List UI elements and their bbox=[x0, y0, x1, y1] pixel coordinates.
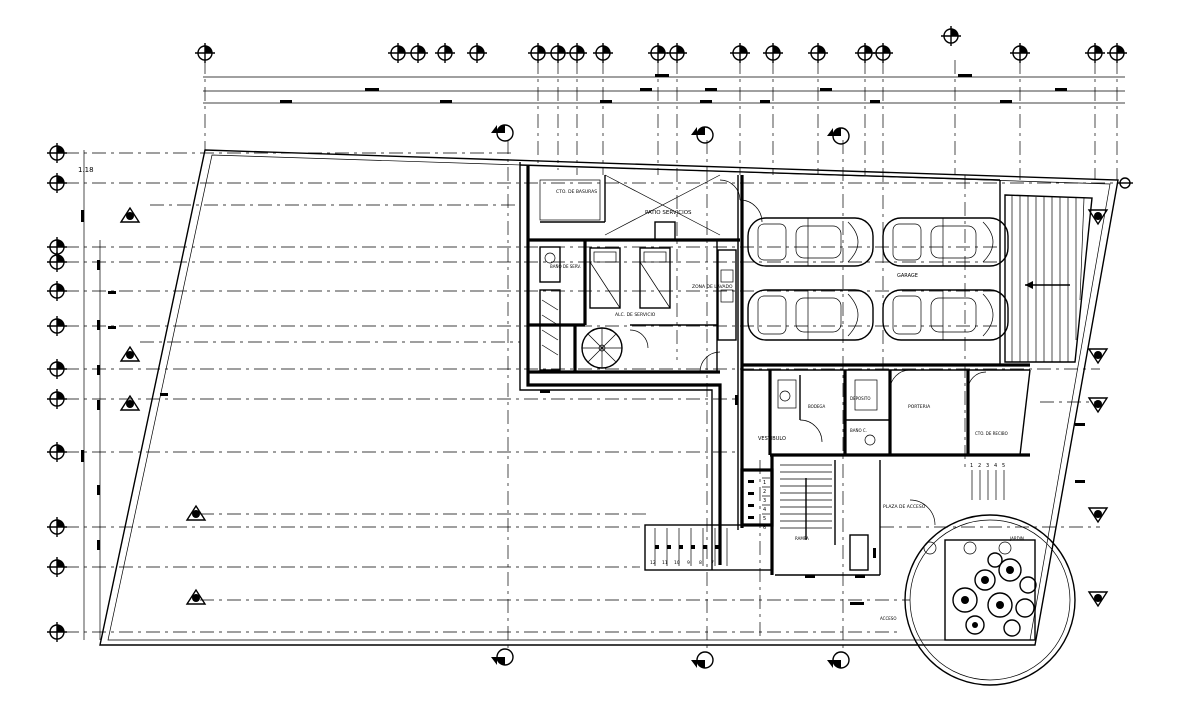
room-labels: CTO. DE BASURAS PATIO SERVICIOS BAÑO DE … bbox=[550, 189, 1024, 621]
label-vestibulo: VESTIBULO bbox=[758, 436, 786, 442]
vehicle-ramp bbox=[1004, 194, 1093, 363]
door-swings bbox=[629, 179, 987, 526]
label-deposito: DEPOSITO bbox=[850, 396, 870, 401]
ramp-step-7: 7 bbox=[711, 560, 714, 566]
stairs: 1 2 3 4 5 6 12 11 10 9 8 7 bbox=[581, 327, 832, 566]
ramp-step-8: 8 bbox=[699, 560, 702, 566]
parked-cars bbox=[747, 217, 1009, 341]
label-porteria: PORTERIA bbox=[908, 404, 931, 410]
label-acceso: ACCESO bbox=[880, 616, 896, 621]
label-rampa: RAMPA bbox=[795, 536, 809, 541]
stair-step-3: 3 bbox=[763, 498, 766, 504]
grid-tag-2: 2 bbox=[978, 463, 981, 469]
vertical-grid-lines bbox=[204, 60, 1118, 650]
label-bano-serv: BAÑO DE SERV. bbox=[550, 264, 581, 269]
ramp-step-9: 9 bbox=[687, 560, 690, 566]
stair-step-6: 6 bbox=[763, 525, 766, 531]
top-dimension-lines bbox=[203, 74, 1125, 104]
left-dimension-lines: 1.18 bbox=[78, 150, 101, 640]
grid-tag-1: 1 bbox=[970, 463, 973, 469]
grid-tag-4: 4 bbox=[994, 463, 997, 469]
label-garage: GARAGE bbox=[897, 273, 918, 279]
garden bbox=[904, 514, 1076, 686]
stair-step-1: 1 bbox=[763, 480, 766, 486]
car-4 bbox=[882, 289, 1009, 341]
label-bano-c: BAÑO C. bbox=[850, 428, 867, 433]
grid-bubbles bbox=[47, 26, 1133, 642]
label-bodega: BODEGA bbox=[808, 404, 826, 409]
grid-tag-3: 3 bbox=[986, 463, 989, 469]
section-markers bbox=[119, 124, 1109, 669]
car-2 bbox=[747, 289, 874, 341]
car-1 bbox=[747, 217, 874, 267]
horizontal-grid-lines bbox=[65, 152, 1120, 633]
annotation-bars bbox=[108, 291, 1085, 605]
label-cto-recibo: CTO. DE RECIBO bbox=[975, 431, 1008, 436]
ramp-step-10: 10 bbox=[674, 560, 680, 566]
label-cto-basura: CTO. DE BASURAS bbox=[556, 189, 597, 195]
building-walls bbox=[519, 162, 1031, 576]
ramp-step-12: 12 bbox=[650, 560, 656, 566]
label-plaza-acceso: PLAZA DE ACCESO bbox=[883, 504, 926, 510]
label-alc-servicio: ALC. DE SERVICIO bbox=[615, 312, 656, 318]
entry-grid-tags: 1 2 3 4 5 bbox=[970, 463, 1005, 500]
ramp-step-11: 11 bbox=[662, 560, 668, 566]
grid-tag-5: 5 bbox=[1002, 463, 1005, 469]
stair-step-2: 2 bbox=[763, 489, 766, 495]
stair-step-4: 4 bbox=[763, 507, 766, 513]
car-3 bbox=[882, 217, 1009, 267]
label-lavado: ZONA DE LAVADO bbox=[692, 284, 733, 290]
shrub-cluster bbox=[952, 552, 1037, 637]
label-patio-servicios: PATIO SERVICIOS bbox=[645, 210, 692, 216]
dimension-note: 1.18 bbox=[78, 166, 94, 174]
fixtures bbox=[539, 174, 878, 446]
label-jardin: JARDIN bbox=[1009, 536, 1024, 541]
stair-step-5: 5 bbox=[763, 516, 766, 522]
